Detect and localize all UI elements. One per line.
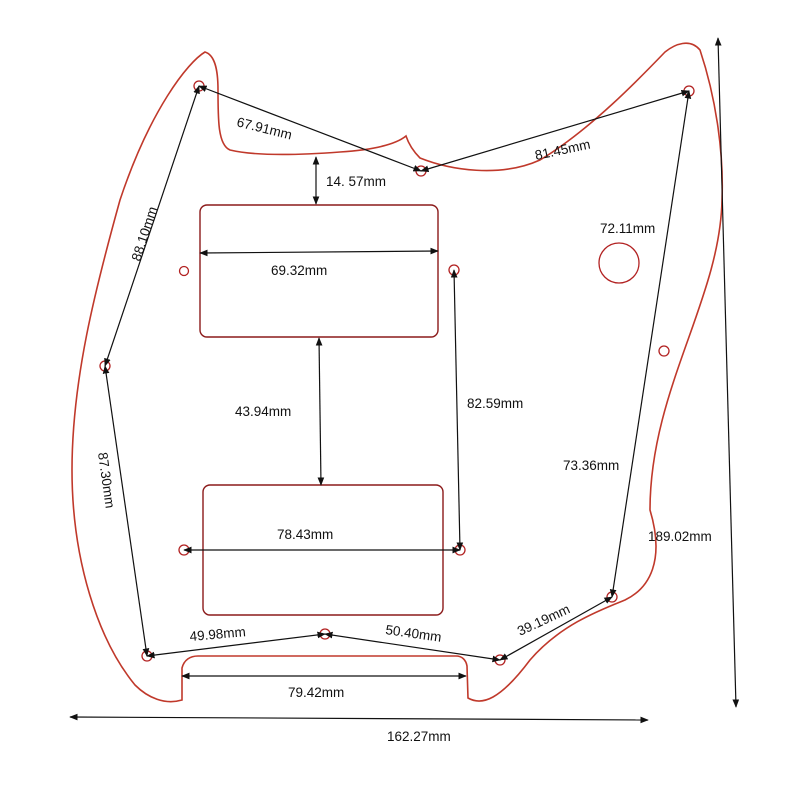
dimension-label: 82.59mm (467, 396, 523, 411)
dimension-arrow (714, 37, 740, 708)
dimension-label: 43.94mm (235, 404, 291, 419)
dimension-arrow (450, 269, 464, 551)
dimension-label: 69.32mm (271, 263, 327, 278)
dimension-label: 14. 57mm (326, 174, 386, 189)
dimension-label: 78.43mm (277, 527, 333, 542)
dimension-arrow (198, 85, 422, 172)
dimension-arrow (102, 365, 150, 657)
neck-pickup-cutout (199, 204, 439, 338)
screw-hole (178, 265, 190, 277)
dimension-arrow (324, 631, 501, 663)
dimension-label: 162.27mm (387, 729, 451, 744)
dimension-label: 189.02mm (648, 529, 712, 544)
dimension-arrow (315, 337, 325, 486)
dimension-arrow (499, 596, 613, 661)
dimension-label: 73.36mm (563, 458, 619, 473)
dimension-label: 49.98mm (189, 624, 246, 644)
dimension-label: 72.11mm (600, 221, 655, 236)
control-hole (598, 242, 640, 284)
dimension-arrow (104, 85, 200, 367)
screw-hole (658, 345, 670, 357)
dimension-arrow (199, 247, 439, 257)
dimension-arrow (69, 713, 649, 724)
dimension-label: 79.42mm (288, 685, 344, 700)
dimension-arrow (609, 90, 692, 598)
dimension-arrow (146, 631, 326, 659)
